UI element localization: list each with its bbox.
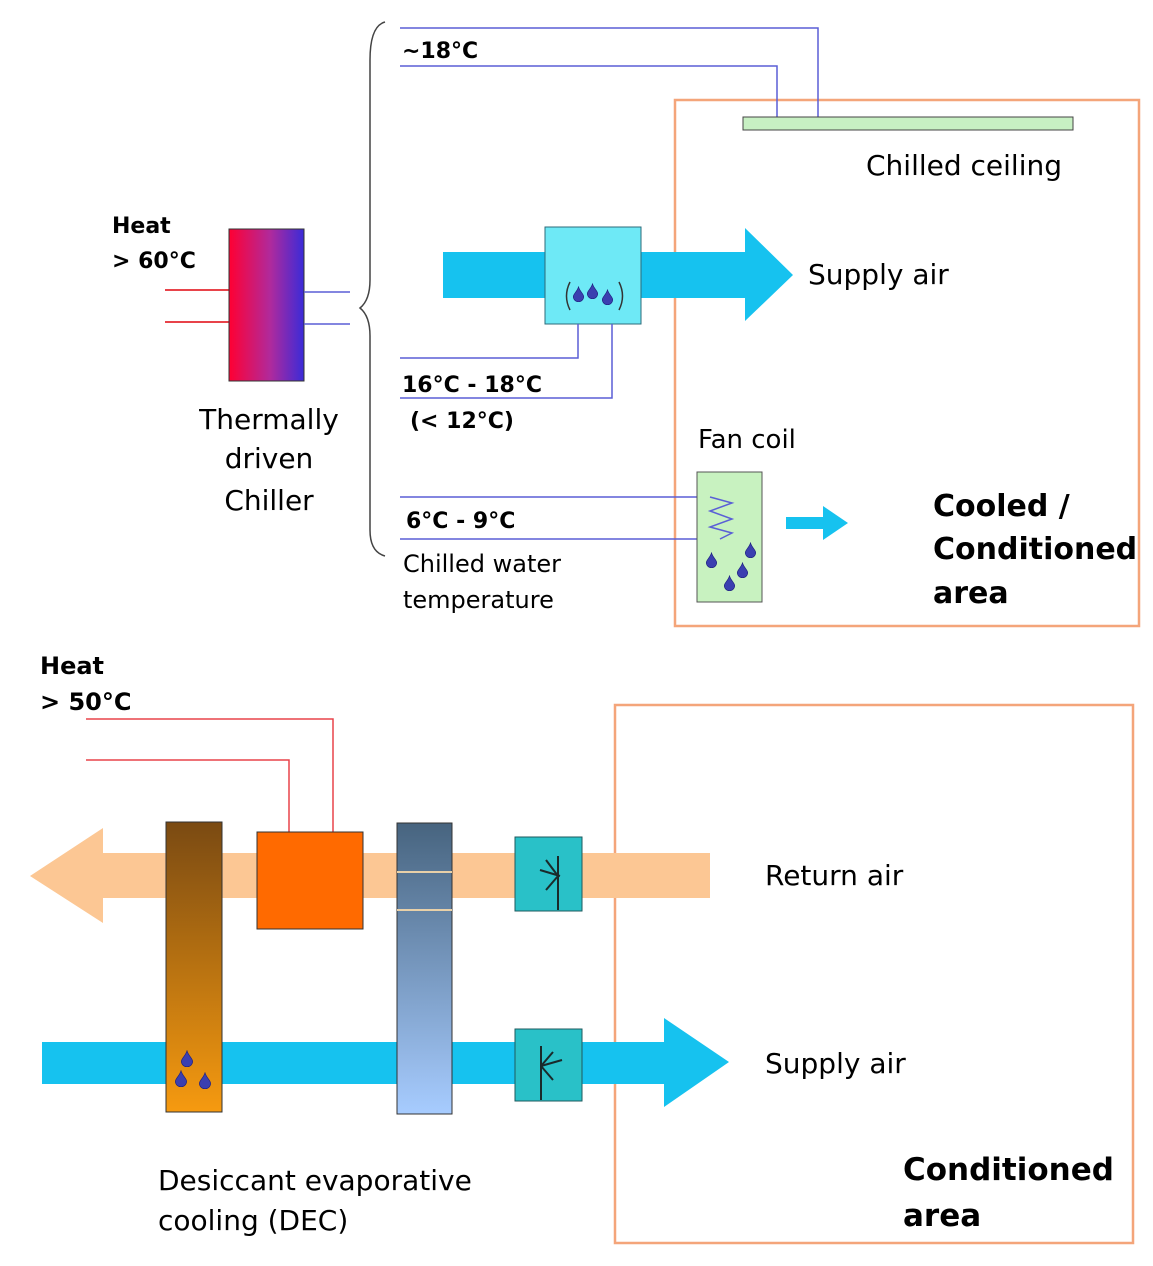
chiller-label-line-1: Thermally — [198, 403, 339, 436]
top-area-label-line-2: Conditioned — [933, 532, 1137, 567]
regeneration-heater — [256, 831, 364, 930]
top-diagram: Heat > 60°C Thermally driven Chiller ~18… — [112, 21, 1141, 628]
top-supply-air-label: Supply air — [808, 258, 949, 291]
bottom-heat-label: Heat — [40, 652, 104, 680]
coil-pipe-right — [400, 324, 613, 399]
bottom-diagram: Heat > 50°C Return air Supply air Desicc… — [30, 652, 1135, 1245]
dec-label-line-1: Desiccant evaporative — [158, 1164, 472, 1197]
chilled-water-label-line-2: temperature — [403, 586, 554, 614]
dec-label-line-2: cooling (DEC) — [158, 1204, 348, 1237]
chiller-label-line-3: Chiller — [224, 484, 314, 517]
bottom-area-label-line-1: Conditioned — [903, 1152, 1114, 1188]
supply-damper — [514, 1028, 583, 1102]
coil-icon — [707, 496, 735, 540]
top-heat-temp: > 60°C — [112, 249, 196, 274]
ceiling-pipe-inner — [400, 65, 778, 118]
coil-bracket-left — [565, 281, 571, 311]
return-air-arrow — [30, 828, 710, 923]
fan-coil-label: Fan coil — [698, 425, 796, 455]
coil-pipe-left — [400, 324, 579, 359]
coil-bracket-right — [618, 281, 624, 311]
temp-supply-air: 16°C - 18°C — [402, 373, 542, 398]
temperature-brace — [358, 21, 386, 557]
return-damper — [514, 836, 583, 912]
bottom-heat-pipe-inner — [86, 759, 290, 832]
cooling-coil-box — [544, 226, 642, 325]
temp-supply-air-alt: (< 12°C) — [410, 409, 514, 434]
top-heat-label: Heat — [112, 214, 171, 239]
temp-fan-coil: 6°C - 9°C — [406, 509, 515, 534]
thermally-driven-chiller — [228, 228, 305, 382]
supply-air-arrow-bottom — [42, 1018, 729, 1107]
heat-recovery-wheel — [396, 822, 453, 1115]
bottom-heat-pipe-outer — [86, 718, 334, 832]
ceiling-pipe-outer — [400, 27, 819, 118]
top-room-border — [673, 98, 1141, 628]
return-air-label: Return air — [765, 859, 904, 892]
temp-ceiling: ~18°C — [402, 39, 478, 64]
chilled-water-label-line-1: Chilled water — [403, 550, 561, 578]
chilled-ceiling-panel — [742, 116, 1074, 131]
chilled-ceiling-label: Chilled ceiling — [866, 149, 1062, 182]
top-area-label-line-3: area — [933, 576, 1009, 611]
bottom-heat-temp: > 50°C — [40, 688, 131, 716]
top-area-label-line-1: Cooled / — [933, 489, 1070, 524]
bottom-area-label-line-2: area — [903, 1198, 981, 1234]
bottom-supply-air-label: Supply air — [765, 1047, 906, 1080]
fan-coil-air-arrow — [786, 506, 848, 540]
bottom-room-border — [613, 703, 1135, 1245]
desiccant-column — [165, 821, 223, 1113]
damper-icon — [540, 1046, 563, 1100]
chiller-label-line-2: driven — [225, 442, 314, 475]
damper-icon — [539, 856, 561, 910]
